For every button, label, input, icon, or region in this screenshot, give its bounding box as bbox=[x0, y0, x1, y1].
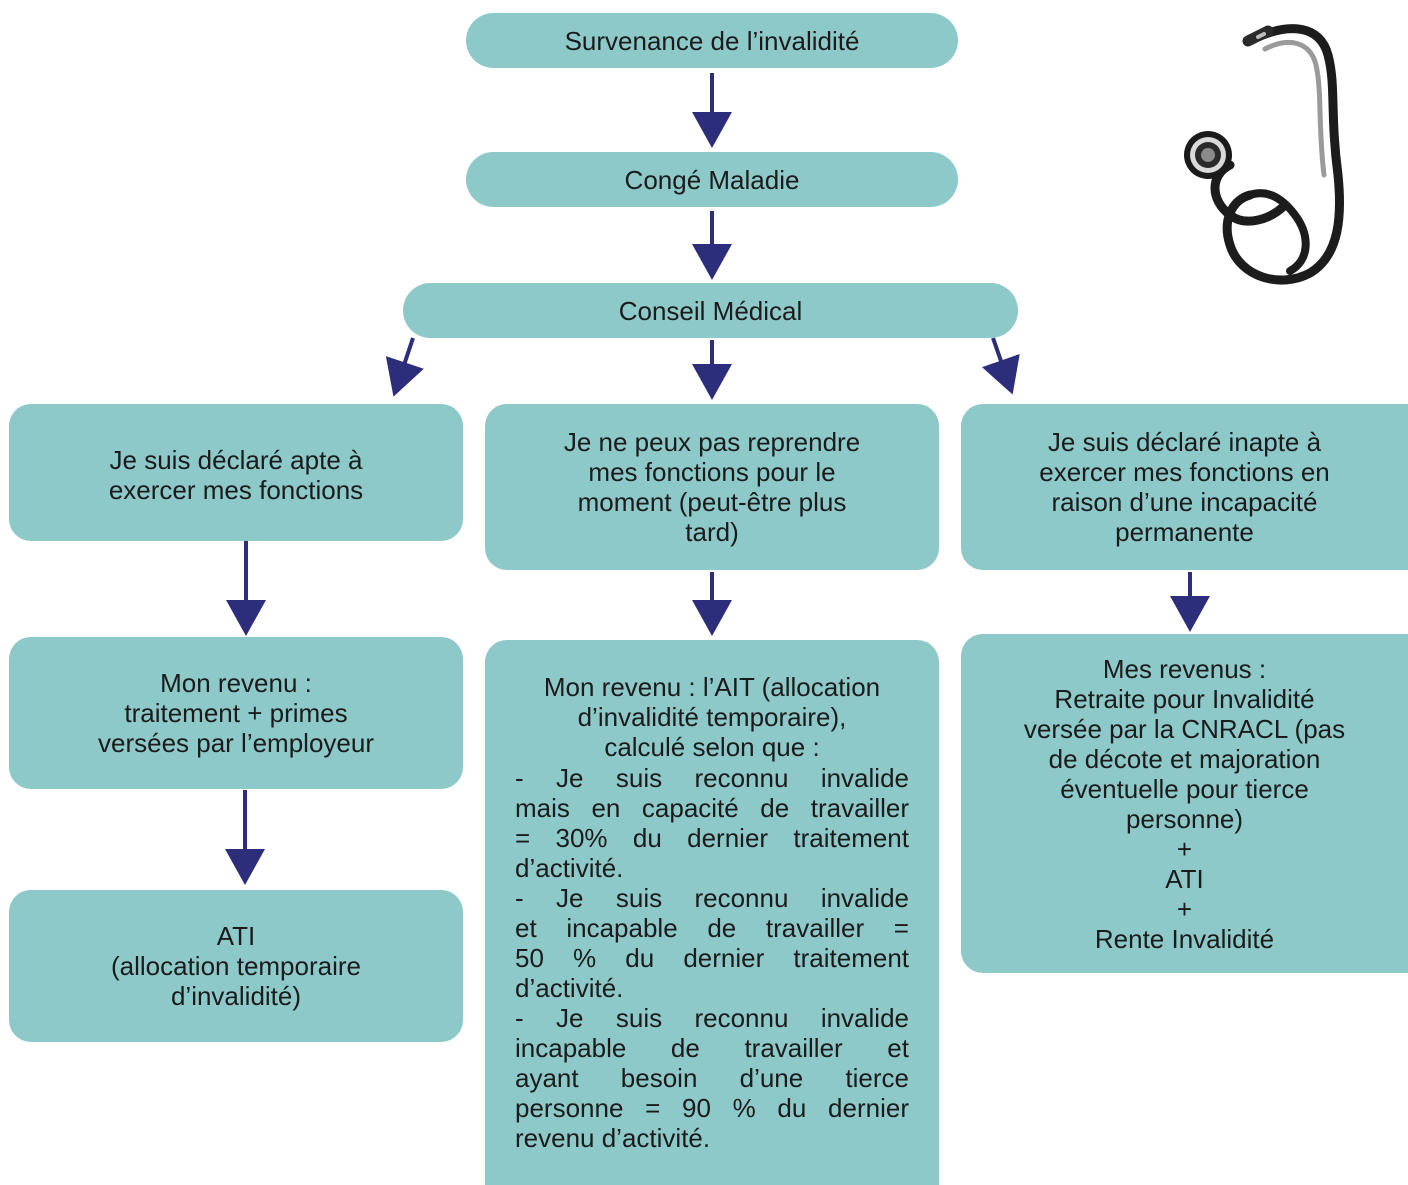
node-temporary-line: moment (peut-être plus bbox=[577, 487, 847, 517]
temporary-income-list: - Je suis reconnu invalide mais en capac… bbox=[515, 763, 909, 1153]
node-sick-leave-label: Congé Maladie bbox=[624, 164, 800, 195]
node-temporary-income: Mon revenu : l’AIT (allocation d’invalid… bbox=[485, 640, 939, 1185]
list-line: - Je suis reconnu invalide bbox=[515, 1003, 909, 1033]
list-line: incapable de travailler et bbox=[515, 1033, 909, 1063]
node-temporary-income-head: Mon revenu : l’AIT (allocation bbox=[543, 672, 881, 702]
node-inapt-line: Je suis déclaré inapte à bbox=[1047, 427, 1322, 457]
list-line: et incapable de travailler = bbox=[515, 913, 909, 943]
arrow-board-to-inapt bbox=[981, 337, 1020, 395]
node-inapt-income-plus: + bbox=[1176, 893, 1193, 924]
node-inapt-income-line: éventuelle pour tierce bbox=[1060, 773, 1309, 804]
node-ati-line: d’invalidité) bbox=[170, 981, 302, 1011]
node-temporary-line: mes fonctions pour le bbox=[588, 457, 836, 487]
node-ati-line: ATI bbox=[216, 921, 256, 951]
node-apt-line: Je suis déclaré apte à bbox=[109, 444, 363, 475]
list-line: mais en capacité de travailler bbox=[515, 793, 909, 823]
list-line: d’activité. bbox=[515, 973, 624, 1003]
node-apt: Je suis déclaré apte à exercer mes fonct… bbox=[9, 404, 463, 541]
node-apt-income-line: Mon revenu : bbox=[160, 668, 312, 698]
node-inapt-income-line: Mes revenus : bbox=[1102, 653, 1267, 684]
node-inapt-line: exercer mes fonctions en bbox=[1039, 457, 1330, 487]
node-medical-board: Conseil Médical bbox=[403, 283, 1018, 338]
list-line: revenu d’activité. bbox=[515, 1123, 711, 1153]
node-onset: Survenance de l’invalidité bbox=[466, 13, 958, 68]
node-temporary-line: Je ne peux pas reprendre bbox=[563, 427, 861, 457]
node-inapt-income-line: personne) bbox=[1125, 803, 1244, 834]
node-apt-income-line: versées par l’employeur bbox=[97, 728, 374, 758]
node-medical-board-label: Conseil Médical bbox=[618, 295, 803, 326]
node-temporary-line: tard) bbox=[685, 517, 739, 547]
node-inapt-income-plus: + bbox=[1176, 833, 1193, 864]
node-onset-label: Survenance de l’invalidité bbox=[564, 25, 860, 56]
list-line: - Je suis reconnu invalide bbox=[515, 883, 909, 913]
node-temporary-income-head: d’invalidité temporaire), bbox=[577, 702, 847, 732]
node-apt-line: exercer mes fonctions bbox=[108, 474, 364, 505]
node-sick-leave: Congé Maladie bbox=[466, 152, 958, 207]
node-inapt-income-line: de décote et majoration bbox=[1048, 743, 1321, 774]
node-inapt-income-line: versée par la CNRACL (pas bbox=[1023, 713, 1346, 744]
node-inapt-income-line: Retraite pour Invalidité bbox=[1054, 683, 1315, 714]
node-temporary-income-head: calculé selon que : bbox=[604, 732, 820, 762]
node-inapt-income-line: Rente Invalidité bbox=[1094, 923, 1275, 954]
node-apt-income-line: traitement + primes bbox=[124, 698, 348, 728]
list-line: = 30% du dernier traitement bbox=[515, 823, 909, 853]
list-line: - Je suis reconnu invalide bbox=[515, 763, 909, 793]
node-inapt: Je suis déclaré inapte à exercer mes fon… bbox=[961, 404, 1408, 570]
stethoscope-icon bbox=[1184, 24, 1344, 285]
list-line: d’activité. bbox=[515, 853, 624, 883]
node-ati-line: (allocation temporaire bbox=[110, 951, 361, 981]
node-ati: ATI (allocation temporaire d’invalidité) bbox=[9, 890, 463, 1042]
node-inapt-line: permanente bbox=[1115, 517, 1254, 547]
node-inapt-income-line: ATI bbox=[1165, 863, 1204, 894]
arrow-board-to-apt bbox=[385, 337, 424, 397]
list-line: personne = 90 % du dernier bbox=[515, 1093, 909, 1123]
list-line: 50 % du dernier traitement bbox=[515, 943, 909, 973]
node-apt-income: Mon revenu : traitement + primes versées… bbox=[9, 637, 463, 789]
node-temporary: Je ne peux pas reprendre mes fonctions p… bbox=[485, 404, 939, 570]
node-inapt-income: Mes revenus : Retraite pour Invalidité v… bbox=[961, 634, 1408, 973]
list-line: ayant besoin d’une tierce bbox=[515, 1063, 909, 1093]
node-inapt-line: raison d’une incapacité bbox=[1051, 487, 1318, 517]
